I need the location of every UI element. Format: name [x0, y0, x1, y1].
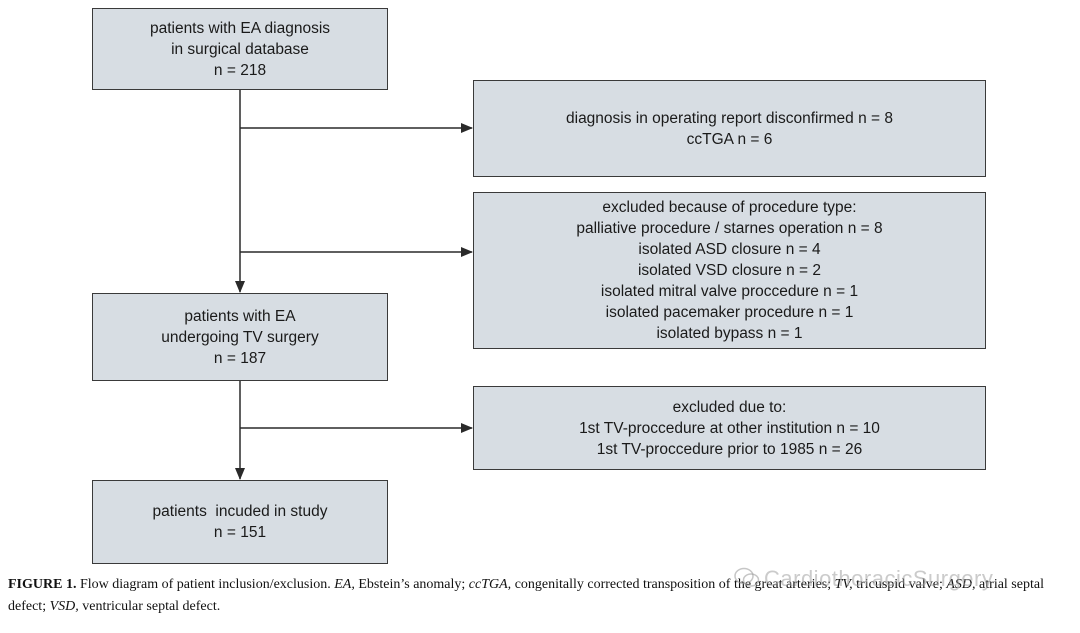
- box-line: 1st TV-proccedure at other institution n…: [579, 419, 880, 437]
- caption-part: ccTGA,: [468, 577, 512, 592]
- box-line: n = 218: [213, 61, 267, 79]
- box-line: excluded because of procedure type:: [602, 199, 857, 216]
- box-line: n = 187: [213, 349, 267, 367]
- box-line: n = 151: [213, 524, 267, 541]
- caption-part: Flow diagram of patient inclusion/exclus…: [76, 577, 335, 592]
- caption-part: EA,: [334, 577, 355, 592]
- box-line: isolated pacemaker procedure n = 1: [605, 304, 854, 321]
- caption-part: congenitally corrected transposition of …: [511, 577, 835, 592]
- figure-caption: FIGURE 1. Flow diagram of patient inclus…: [8, 574, 1076, 618]
- caption-part: tricuspid valve;: [852, 577, 947, 592]
- box-line: ccTGA n = 6: [686, 130, 773, 148]
- box-line: in surgical database: [171, 40, 309, 58]
- box-line: patients with EA diagnosis: [149, 19, 331, 37]
- box-line: isolated bypass n = 1: [656, 325, 803, 342]
- box-line: undergoing TV surgery: [161, 328, 319, 346]
- box-excluded-due: excluded due to: 1st TV-proccedure at ot…: [473, 386, 986, 470]
- box-disconfirmed: diagnosis in operating report disconfirm…: [473, 80, 986, 177]
- box-line: isolated VSD closure n = 2: [637, 262, 822, 279]
- watermark-text: CardiothoracicSurgery: [764, 566, 994, 591]
- caption-part: atrial septal defect;: [8, 577, 1044, 614]
- caption-part: TV,: [834, 577, 853, 592]
- box-line: patients with EA: [184, 307, 296, 325]
- box-procedure-excluded: excluded because of procedure type: pall…: [473, 192, 986, 349]
- box-line: 1st TV-proccedure prior to 1985 n = 26: [596, 440, 863, 458]
- caption-label: FIGURE 1.: [8, 577, 77, 592]
- box-included: patients incuded in study n = 151: [92, 480, 388, 564]
- watermark: CardiothoracicSurgery: [734, 566, 993, 592]
- caption-part: ventricular septal defect.: [78, 599, 221, 614]
- caption-part: VSD,: [49, 599, 79, 614]
- caption-body: Flow diagram of patient inclusion/exclus…: [8, 577, 1044, 614]
- box-ea-diagnosis: patients with EA diagnosis in surgical d…: [92, 8, 388, 90]
- caption-part: ASD,: [946, 577, 976, 592]
- box-line: patients incuded in study: [152, 503, 328, 520]
- box-line: palliative procedure / starnes operation…: [576, 220, 883, 237]
- box-line: excluded due to:: [672, 398, 787, 416]
- wechat-icon: [734, 567, 760, 587]
- box-line: diagnosis in operating report disconfirm…: [566, 109, 893, 127]
- box-line: isolated mitral valve proccedure n = 1: [600, 283, 859, 300]
- box-tv-surgery: patients with EA undergoing TV surgery n…: [92, 293, 388, 381]
- caption-part: Ebstein’s anomaly;: [354, 577, 469, 592]
- box-line: isolated ASD closure n = 4: [638, 241, 821, 258]
